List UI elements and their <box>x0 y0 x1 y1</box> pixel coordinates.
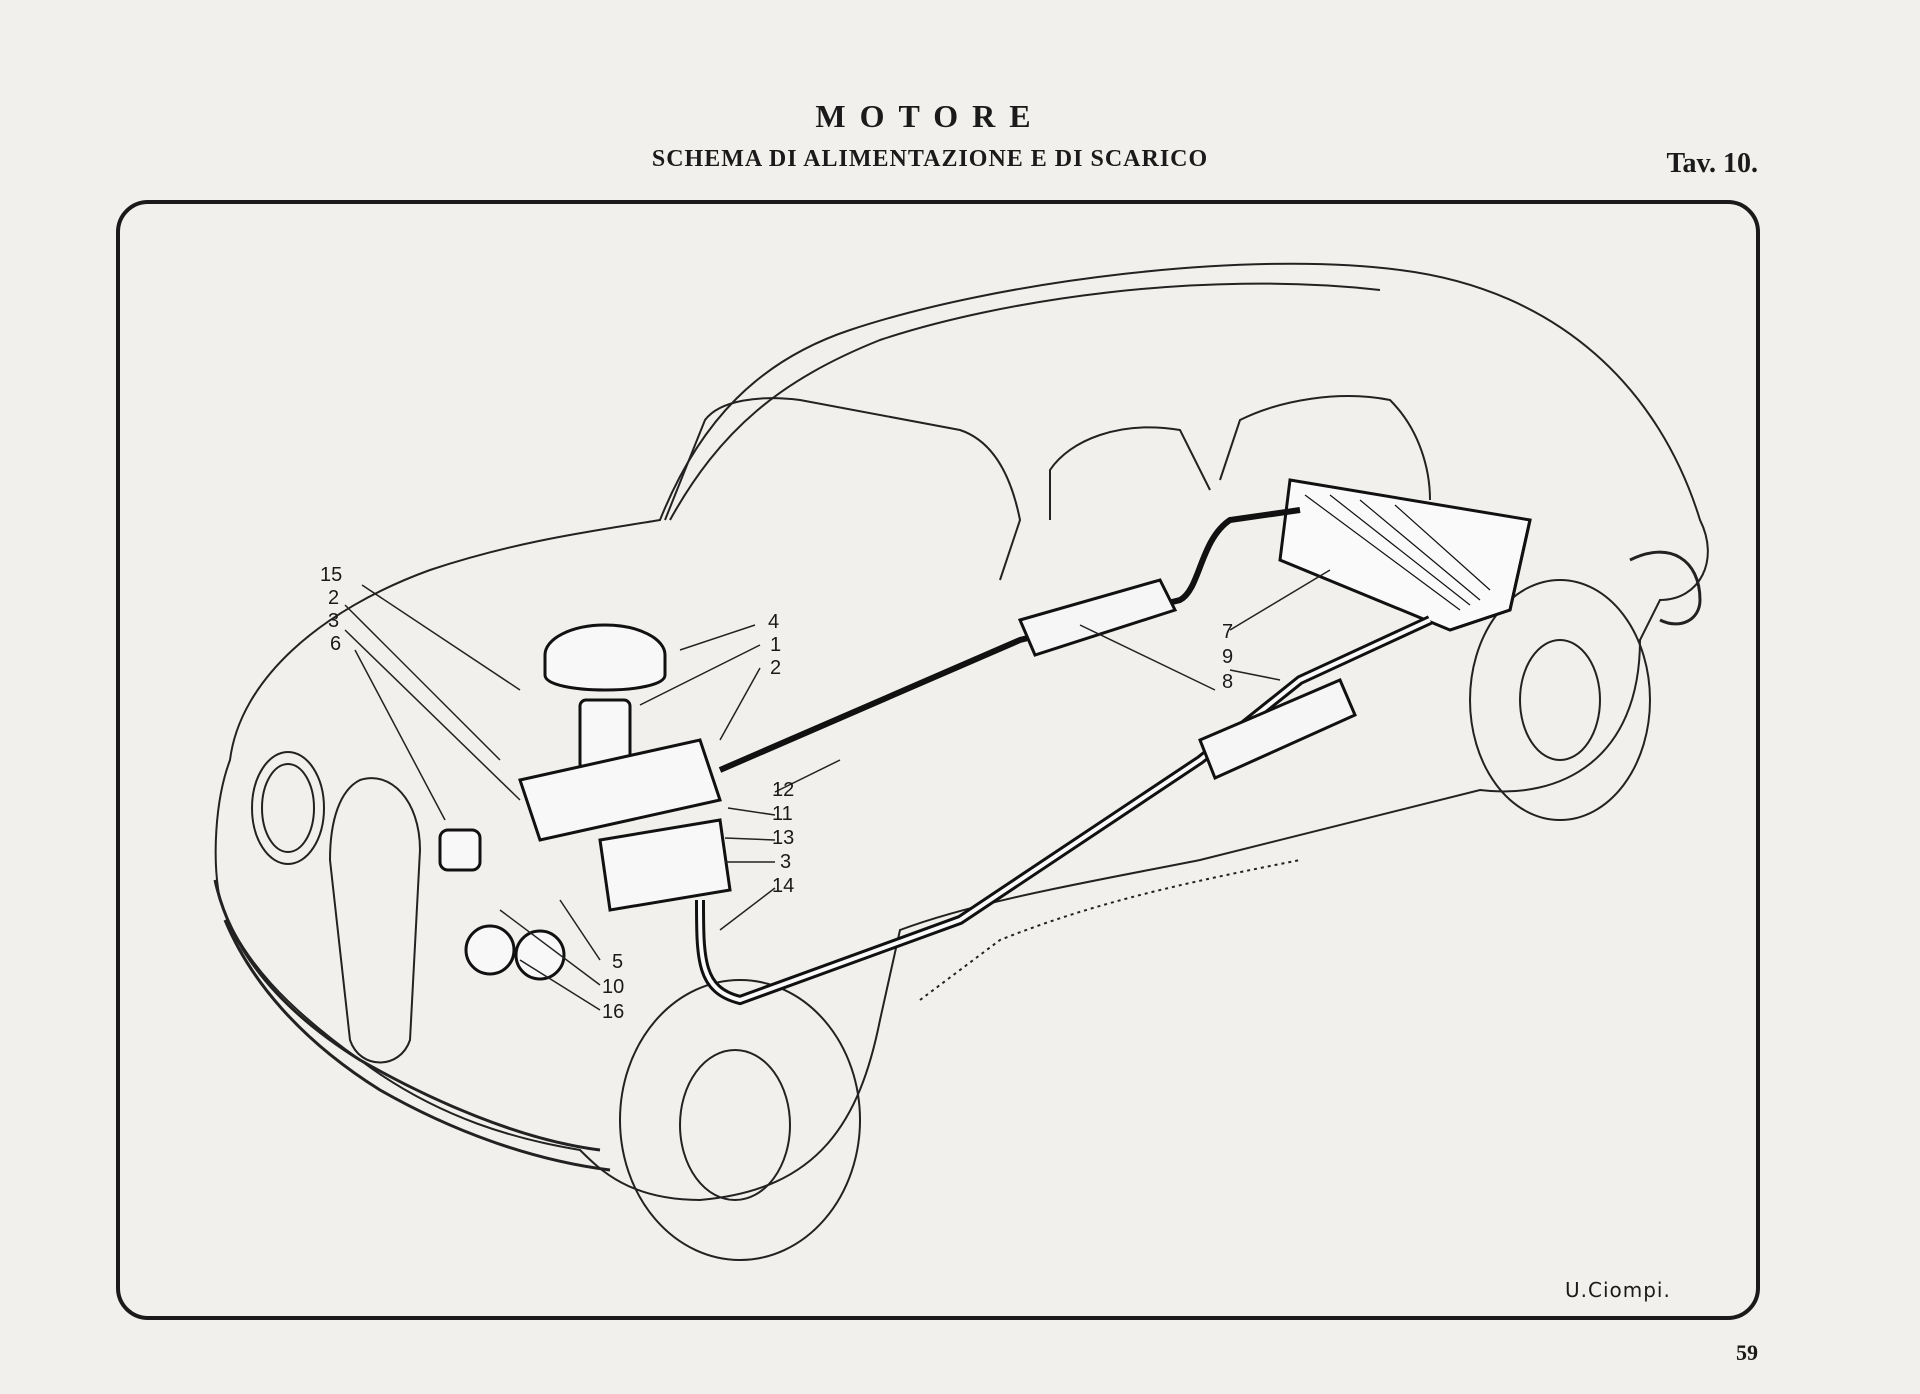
artist-signature: U.Ciompi. <box>1565 1278 1671 1302</box>
callout-5: 5 <box>612 951 624 973</box>
callout-1: 1 <box>770 634 782 656</box>
callout-3-mid: 3 <box>780 851 792 873</box>
car-body-outline <box>214 262 1709 1202</box>
fuel-line <box>718 507 1301 773</box>
leader-lines <box>344 569 1331 1011</box>
exhaust-pipe-inner <box>698 618 1431 1003</box>
front-bumper <box>213 879 601 1152</box>
fuel-pump <box>438 828 482 872</box>
callout-2-right: 2 <box>770 657 782 679</box>
diagram-frame <box>116 200 1760 1320</box>
front-bumper-lower <box>223 919 611 1172</box>
callout-14: 14 <box>772 875 795 897</box>
engine-assembly <box>438 623 732 981</box>
front-wheel-hub <box>679 1049 791 1201</box>
callout-10: 10 <box>602 976 625 998</box>
front-muffler <box>1017 578 1178 657</box>
callout-4: 4 <box>768 611 780 633</box>
headlight-inner <box>261 763 315 853</box>
door-line <box>919 859 1301 1001</box>
page-number: 59 <box>1736 1340 1758 1365</box>
callout-8: 8 <box>1222 671 1234 693</box>
callout-7: 7 <box>1222 621 1234 643</box>
headlight <box>251 751 325 865</box>
rear-muffler <box>1198 678 1357 781</box>
page-subtitle: SCHEMA DI ALIMENTAZIONE E DI SCARICO <box>651 146 1209 172</box>
side-window-rear <box>1219 395 1431 501</box>
callout-2-left: 2 <box>328 587 340 609</box>
roof-line <box>669 282 1381 521</box>
page-title: MOTORE <box>815 98 1045 134</box>
radiator-grille <box>328 777 422 1064</box>
rear-bumper <box>1629 550 1702 626</box>
callout-15: 15 <box>320 564 343 586</box>
pipes <box>695 507 1433 1006</box>
callout-3-left: 3 <box>328 610 340 632</box>
windshield <box>664 397 1022 581</box>
exhaust-manifold <box>598 818 732 912</box>
plate-number: Tav. 10. <box>1666 148 1758 179</box>
callout-11: 11 <box>772 803 793 825</box>
fuel-tank <box>1278 478 1532 632</box>
fan-pulley-1 <box>464 924 516 976</box>
callout-13: 13 <box>772 827 795 849</box>
callout-12: 12 <box>772 779 795 801</box>
front-wheel <box>619 979 861 1261</box>
fan-pulley-2 <box>514 929 566 981</box>
side-window-front <box>1049 426 1211 520</box>
callout-9: 9 <box>1222 646 1234 668</box>
intake-manifold <box>518 738 722 842</box>
callout-16: 16 <box>602 1001 625 1023</box>
rear-wheel <box>1469 579 1651 821</box>
callout-6: 6 <box>330 633 342 655</box>
exhaust-pipe <box>695 615 1433 1006</box>
rear-wheel-hub <box>1519 639 1601 761</box>
